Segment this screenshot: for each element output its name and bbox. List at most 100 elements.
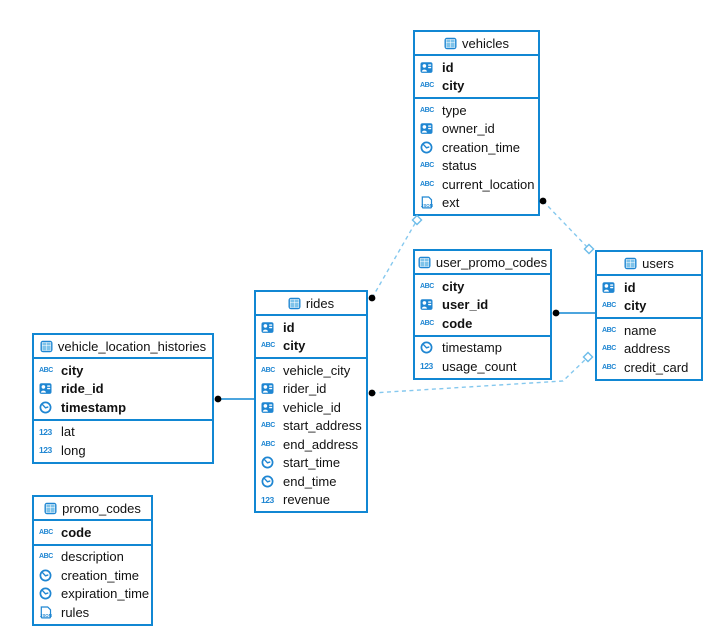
numeric-type-icon: 123: [420, 361, 433, 372]
relation-line-rides-to-vehicles[interactable]: [371, 219, 418, 299]
column-name: owner_id: [442, 121, 495, 137]
column-row-expiration_time[interactable]: expiration_time: [34, 585, 151, 604]
table-header[interactable]: rides: [256, 292, 366, 316]
table-header[interactable]: vehicles: [415, 32, 538, 56]
relation-endpoint-dot: [368, 389, 376, 397]
column-row-vehicle_id[interactable]: vehicle_id: [256, 398, 366, 417]
table-title: user_promo_codes: [435, 254, 548, 270]
table-icon: [418, 256, 431, 269]
table-header[interactable]: users: [597, 252, 701, 276]
relation-endpoint-dot: [368, 294, 376, 302]
column-name: city: [624, 298, 647, 314]
column-name: rules: [61, 604, 90, 620]
column-row-ride_id[interactable]: ride_id: [34, 380, 212, 399]
table-header[interactable]: user_promo_codes: [415, 251, 550, 275]
table-header[interactable]: promo_codes: [34, 497, 151, 521]
column-row-rider_id[interactable]: rider_id: [256, 380, 366, 399]
column-row-start_address[interactable]: ABC start_address: [256, 417, 366, 436]
column-row-user_id[interactable]: user_id: [415, 296, 550, 315]
text-type-icon: ABC: [261, 422, 275, 430]
table-title: promo_codes: [62, 500, 141, 516]
column-row-timestamp[interactable]: timestamp: [34, 398, 212, 417]
text-type-icon: ABC: [261, 342, 275, 350]
numeric-type-icon: 123: [39, 445, 52, 456]
column-name: vehicle_id: [283, 399, 341, 415]
table-header[interactable]: vehicle_location_histories: [34, 335, 212, 359]
datetime-type-icon: [420, 141, 438, 154]
text-type-icon: ABC: [602, 326, 616, 334]
datetime-type-icon: [261, 475, 279, 488]
column-row-id[interactable]: id: [597, 278, 701, 297]
text-type-icon: ABC: [39, 553, 53, 561]
relation-line-vehicles-to-users[interactable]: [542, 200, 590, 250]
column-row-timestamp[interactable]: timestamp: [415, 339, 550, 358]
column-row-id[interactable]: id: [256, 318, 366, 337]
relation-endpoint-diamond: [582, 351, 594, 363]
column-name: start_time: [283, 455, 341, 471]
table-title: vehicles: [462, 35, 509, 51]
column-row-owner_id[interactable]: owner_id: [415, 120, 538, 139]
column-name: creation_time: [442, 139, 521, 155]
column-name: end_address: [283, 436, 359, 452]
column-name: code: [442, 315, 473, 331]
column-name: start_address: [283, 418, 362, 434]
column-row-creation_time[interactable]: creation_time: [415, 138, 538, 157]
column-name: id: [283, 319, 295, 335]
column-row-start_time[interactable]: start_time: [256, 454, 366, 473]
column-row-end_time[interactable]: end_time: [256, 472, 366, 491]
id-type-icon: [261, 401, 279, 414]
table-title: vehicle_location_histories: [57, 338, 207, 354]
relation-endpoint-dot: [214, 395, 222, 403]
column-name: city: [442, 278, 465, 294]
table-icon: [40, 340, 53, 353]
column-name: type: [442, 102, 467, 118]
column-name: city: [61, 362, 84, 378]
column-row-id[interactable]: id: [415, 58, 538, 77]
column-name: city: [442, 78, 465, 94]
text-type-icon: ABC: [420, 180, 434, 188]
datetime-type-icon: [39, 587, 57, 600]
text-type-icon: ABC: [39, 528, 53, 536]
column-row-creation_time[interactable]: creation_time: [34, 566, 151, 585]
table-icon: [44, 502, 57, 515]
relation-endpoint-diamond: [411, 214, 423, 226]
column-name: timestamp: [442, 340, 502, 356]
column-name: timestamp: [61, 399, 127, 415]
